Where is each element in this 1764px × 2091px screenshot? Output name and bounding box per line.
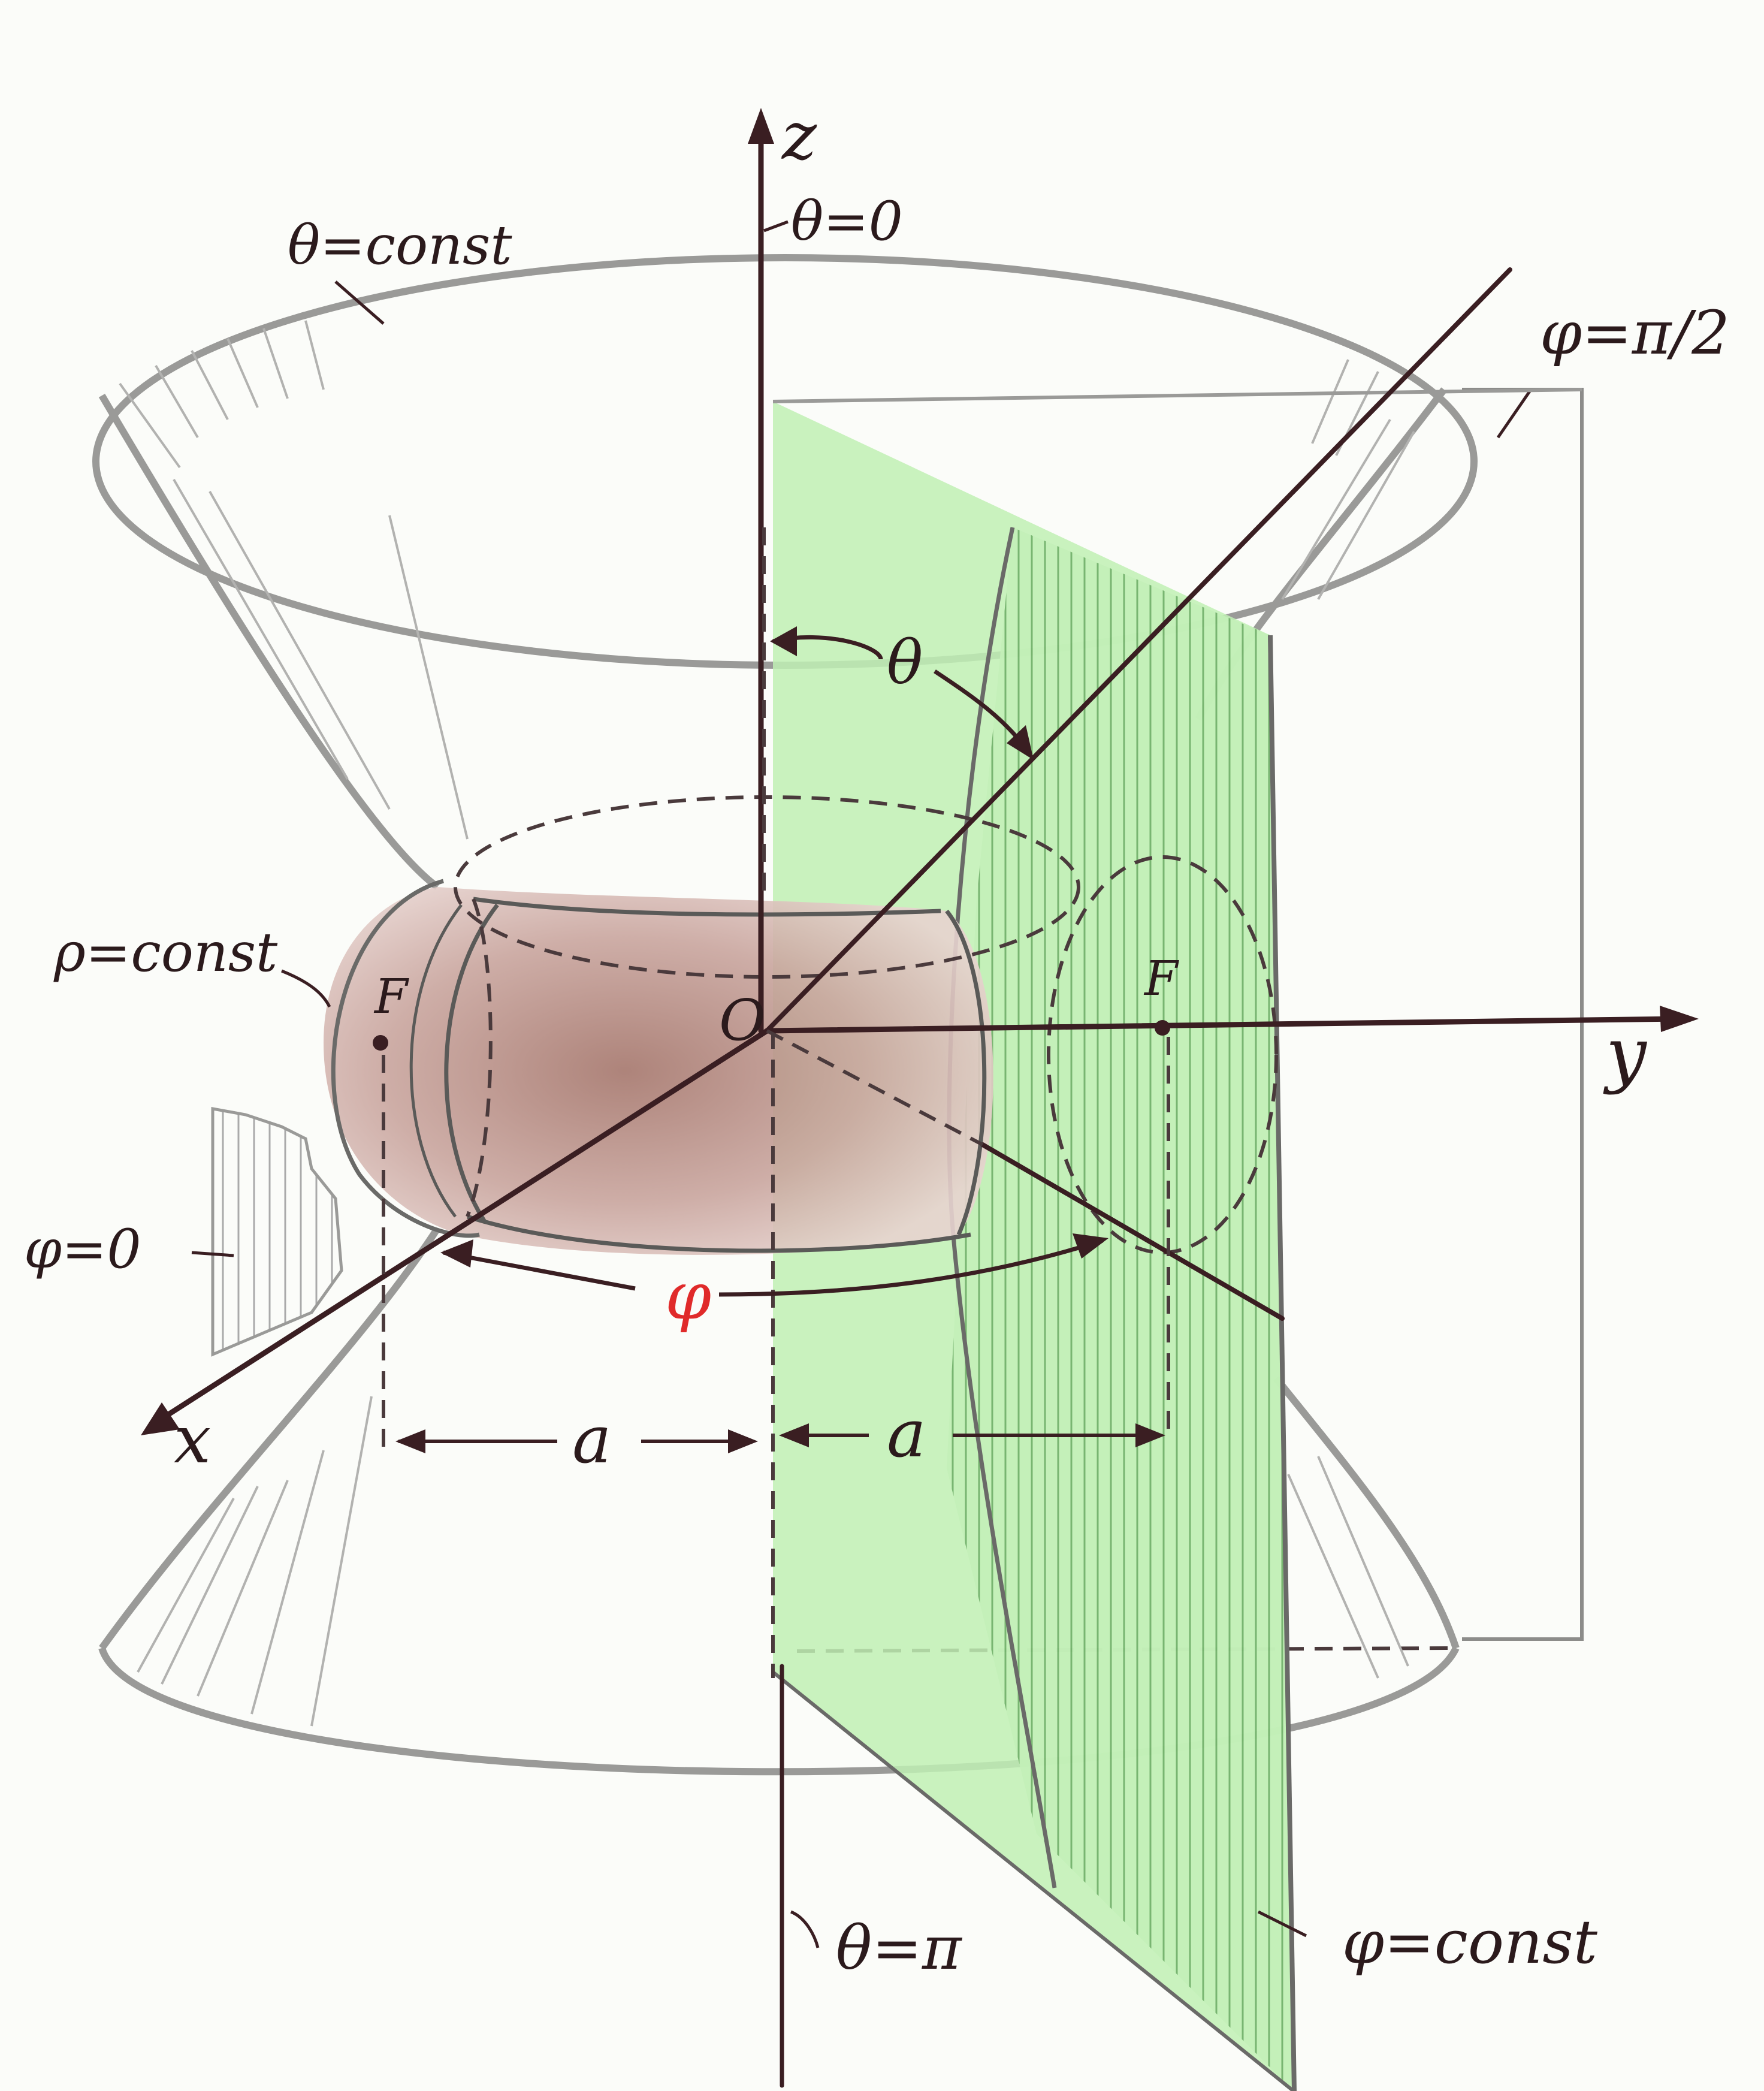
distance-left-arrow-start — [395, 1429, 425, 1453]
rho-const-leader — [281, 969, 331, 1008]
theta-const-leader — [334, 280, 385, 325]
phi-const-half-plane — [772, 388, 1582, 2091]
focus-left-label: F — [373, 968, 409, 1024]
distance-right-label: a — [887, 1395, 926, 1472]
rho-const-label: ρ=const — [53, 921, 278, 984]
distance-right-arrow-end — [1135, 1423, 1165, 1447]
z-axis-label: z — [781, 98, 817, 174]
green-plane-hatched-part — [947, 527, 1294, 2091]
distance-left-label: a — [572, 1401, 612, 1478]
theta-zero-leader — [763, 220, 789, 233]
theta-arc-arrow-right — [1007, 725, 1034, 760]
hyperboloid-left-contour — [98, 393, 441, 1651]
green-plane-bottom-edge — [772, 1670, 1295, 2091]
hyperboloid-shading-lines — [119, 320, 1415, 1727]
focus-right-label: F — [1143, 951, 1179, 1006]
x-axis-arrowhead — [141, 1402, 180, 1435]
phi-const-label: φ=const — [1342, 1907, 1598, 1977]
height-bracket — [1462, 388, 1584, 1641]
theta-angle-label: θ — [887, 627, 923, 698]
phi-zero-label: φ=0 — [24, 1218, 141, 1281]
theta-const-label: θ=const — [288, 214, 512, 277]
torus-outer-left-contour — [331, 879, 480, 1238]
origin-label: O — [719, 988, 766, 1054]
y-axis-label: y — [1603, 1013, 1648, 1096]
theta-pi-label: θ=π — [836, 1913, 963, 1983]
text-labels: z θ=0 θ=const φ=π/2 θ ρ=const F F O y φ=… — [24, 98, 1730, 1983]
phi-arc-arrow-right — [1073, 1233, 1108, 1259]
focus-left-point — [373, 1035, 388, 1051]
phi-half-pi-axis — [765, 267, 1512, 1033]
leader-lines — [191, 220, 1307, 1948]
torus-inner-section-curve-2 — [409, 904, 463, 1218]
theta-zero-label: θ=0 — [791, 190, 903, 253]
phi-half-pi-leader — [1496, 388, 1533, 439]
foci-and-distances — [373, 1020, 1170, 1456]
phi-const-ray-dashed — [766, 1029, 984, 1146]
phi-angle-arc-left — [443, 1250, 636, 1291]
torus-bottom-edge — [466, 1214, 971, 1253]
rho-const-torus — [324, 795, 1278, 1255]
theta-pi-leader — [790, 1910, 820, 1948]
phi-zero-half-plane — [211, 1107, 343, 1357]
distance-right-arrow-start — [779, 1423, 809, 1447]
green-plane-right-edge — [1268, 635, 1297, 2091]
hyperboloid-bottom-rim — [98, 1646, 1460, 1776]
phi-angle-arc-right — [718, 1238, 1104, 1297]
phi-arc-arrow-left — [440, 1239, 473, 1268]
torus-top-edge — [473, 897, 941, 917]
torus-hidden-right-section — [1047, 855, 1278, 1254]
torus-right-section-curve — [945, 909, 987, 1236]
theta-arc-arrow-left — [770, 626, 797, 656]
x-axis — [147, 1028, 770, 1429]
torus-body — [324, 887, 993, 1255]
phi-const-ray — [980, 1142, 1285, 1321]
torus-hidden-top-ring — [454, 795, 1080, 979]
z-axis-arrowhead — [748, 108, 774, 144]
phi-angle-label: φ — [665, 1257, 711, 1334]
y-axis — [764, 1016, 1681, 1034]
torus-inner-section-curve — [444, 903, 499, 1224]
green-plane-top-edge — [772, 388, 1582, 403]
coordinate-axes — [141, 108, 1699, 2088]
distance-left-arrow-end — [728, 1429, 758, 1453]
phi-half-pi-label: φ=π/2 — [1540, 298, 1730, 368]
angle-markers — [440, 626, 1108, 1297]
phi-zero-leader — [191, 1251, 234, 1257]
x-axis-label: x — [174, 1401, 211, 1478]
y-axis-arrowhead — [1660, 1006, 1699, 1032]
phi-const-leader — [1257, 1910, 1307, 1938]
torus-hidden-inner-arc — [466, 898, 493, 1218]
focus-right-point — [1155, 1020, 1170, 1036]
